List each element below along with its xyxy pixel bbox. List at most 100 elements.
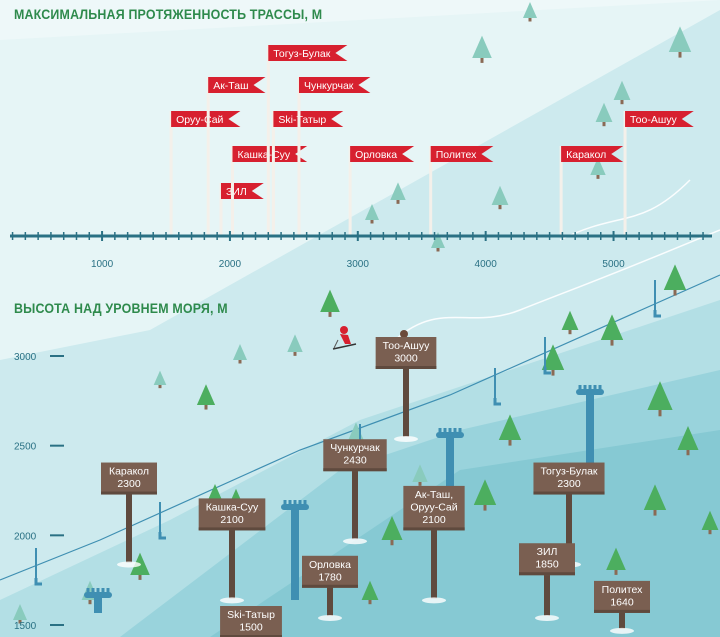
flag-banner [208, 77, 266, 93]
sign-text: 1850 [535, 559, 559, 571]
length-flag: Ак-Таш [206, 77, 266, 236]
tree-icon [491, 185, 509, 210]
flag-banner [625, 111, 694, 127]
tree-icon [13, 604, 27, 624]
flag-banner [232, 146, 308, 162]
lift-tower-icon [281, 500, 309, 600]
sign-board [519, 543, 575, 576]
altitude-tick: 2000 [14, 531, 64, 542]
sign-text: Тогуз-Булак [540, 466, 597, 478]
length-flag: Орловка [348, 146, 415, 236]
length-flag: Кашка-Суу [230, 146, 308, 236]
skier-icon [332, 326, 357, 350]
lift-tower-icon [84, 588, 112, 613]
ski-track-line-upper [559, 179, 691, 241]
sign-board [323, 439, 387, 472]
flag-banner [350, 146, 415, 162]
sign-text: Каракол [109, 466, 149, 478]
altitude-tick: 3000 [14, 352, 64, 363]
tree-icon [361, 580, 379, 605]
flag-banner [298, 77, 371, 93]
altitude-chart-title: ВЫСОТА НАД УРОВНЕМ МОРЯ, М [14, 301, 228, 316]
tree-icon [701, 510, 719, 535]
tree-icon [561, 310, 579, 335]
flag-label: Орловка [355, 149, 397, 161]
tree-icon [472, 35, 492, 63]
tree-icon [595, 102, 613, 127]
altitude-tick: 1500 [14, 621, 64, 632]
tree-icon [613, 80, 631, 105]
sign-board [198, 498, 266, 531]
altitude-tick: 2500 [14, 442, 64, 453]
sign-board [375, 337, 437, 369]
sign-text: Ак-Таш, [415, 489, 453, 501]
lift-chair-icon [653, 280, 661, 318]
length-minor-ticks [11, 231, 704, 241]
sign-text: Политех [602, 584, 643, 596]
lift-chair-icon [493, 368, 501, 406]
altitude-tick-label: 1500 [14, 621, 37, 632]
sign-text: Орловка [309, 559, 351, 571]
ski-track-line [394, 229, 720, 341]
flag-label: Кашка-Суу [237, 149, 290, 161]
flag-label: Тоо-Ашуу [630, 114, 677, 126]
tree-icon [677, 426, 699, 456]
tree-icon [541, 344, 565, 376]
sign-text: 3000 [394, 353, 418, 365]
flag-banner [268, 45, 348, 61]
tree-icon [590, 157, 606, 179]
tree-icon [668, 26, 692, 58]
tree-icon [643, 484, 667, 516]
sign-text: 1780 [318, 571, 342, 583]
lift-chair-icon [543, 337, 551, 375]
length-tick-label: 1000 [91, 259, 114, 270]
sign-board [403, 485, 465, 531]
sign-text: 1640 [610, 596, 634, 608]
sign-board [220, 606, 282, 637]
flag-banner [273, 111, 344, 127]
flag-banner [430, 146, 494, 162]
tree-icon [365, 204, 379, 224]
length-flag: Политех [429, 146, 494, 236]
sign-text: 2300 [117, 478, 141, 490]
lift-towers [84, 385, 604, 613]
tree-icon [196, 384, 216, 410]
tree-icon [320, 289, 340, 317]
length-flag: Чункурчак [297, 77, 371, 236]
length-tick-label: 5000 [602, 259, 625, 270]
left-slope [0, 0, 720, 40]
sign-text: Чункурчак [330, 442, 380, 454]
tree-icon [600, 314, 624, 346]
sign-text: Тоо-Ашуу [383, 340, 430, 352]
tree-icon [287, 334, 303, 356]
tree-icon [523, 2, 537, 22]
tree-icon [390, 182, 406, 204]
tree-icon [606, 547, 626, 575]
altitude-tick-label: 2000 [14, 531, 37, 542]
altitude-tick-label: 2500 [14, 442, 37, 453]
flag-label: Политех [436, 149, 477, 161]
flag-banner [561, 146, 624, 162]
sign-board [533, 462, 605, 495]
sign-board [101, 462, 157, 495]
length-flags: Оруу-СайАк-ТашЗИЛКашка-СууТогуз-БулакSki… [169, 45, 694, 236]
lift-chair-icon [34, 548, 42, 586]
altitude-ticks: 1500 2000 2500 3000 [14, 352, 64, 632]
tree-icon [381, 516, 403, 546]
sign-text: Ski-Татыр [227, 609, 275, 621]
length-tick-label: 4000 [475, 259, 498, 270]
length-tick-label: 3000 [347, 259, 370, 270]
sign-board [302, 555, 358, 588]
sign-text: 1500 [239, 622, 263, 634]
